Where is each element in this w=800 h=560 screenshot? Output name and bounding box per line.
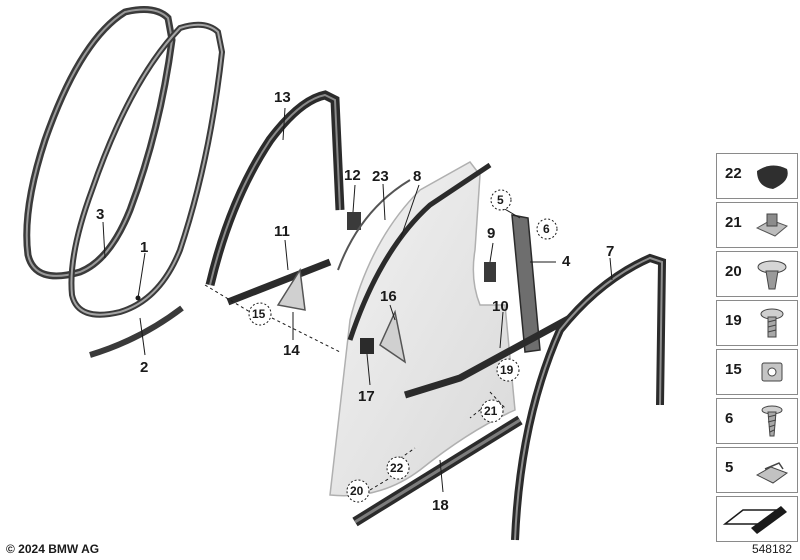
legend-number: 6 (725, 410, 734, 427)
arrow-icon (722, 506, 787, 534)
callout-21-circle: 21 (480, 399, 504, 423)
callout-18: 18 (432, 497, 449, 514)
callout-14: 14 (283, 342, 300, 359)
legend-number: 21 (725, 214, 742, 231)
legend-item: 22 (716, 153, 798, 199)
window-frame-trim (205, 90, 345, 287)
outer-frame-seal (511, 253, 667, 541)
legend-item: 15 (716, 349, 798, 395)
legend-item: 20 (716, 251, 798, 297)
svg-text:5: 5 (497, 193, 504, 207)
legend-item: 6 (716, 398, 798, 444)
svg-text:21: 21 (484, 404, 498, 418)
bracket-9 (484, 262, 496, 282)
mirror-triangle (276, 267, 306, 311)
leader-lines (102, 107, 613, 493)
callout-17: 17 (358, 388, 375, 405)
door-seal-outer (23, 6, 176, 280)
callout-6-circle: 6 (536, 218, 558, 240)
legend-item: 5 (716, 447, 798, 493)
belt-strip (403, 314, 572, 399)
svg-text:22: 22 (390, 461, 404, 475)
callout-15-circle: 15 (248, 302, 272, 326)
callout-8: 8 (413, 168, 421, 185)
fastener-legend: 22 21 20 19 15 6 (716, 153, 798, 545)
legend-number: 15 (725, 361, 742, 378)
legend-item: 21 (716, 202, 798, 248)
callout-3: 3 (96, 206, 104, 223)
tapping-screw-icon (761, 405, 783, 437)
callout-7: 7 (606, 243, 614, 260)
expanding-rivet-icon (757, 260, 787, 290)
document-number: 548182 (751, 542, 792, 556)
cage-nut-icon (761, 362, 783, 382)
seal-strip (89, 305, 184, 358)
callout-20-circle: 20 (346, 479, 370, 503)
callout-2: 2 (140, 359, 148, 376)
thin-seal (337, 179, 411, 271)
callout-19-circle: 19 (496, 358, 520, 382)
door-seal-inner (68, 21, 226, 318)
svg-text:6: 6 (543, 222, 550, 236)
svg-text:15: 15 (252, 307, 266, 321)
legend-number: 22 (725, 165, 742, 182)
callout-16: 16 (380, 288, 397, 305)
legend-number: 20 (725, 263, 742, 280)
bracket (347, 212, 361, 230)
sill-trim-highlight (354, 418, 521, 524)
callout-9: 9 (487, 225, 495, 242)
callout-22-circle: 22 (386, 456, 410, 480)
legend-number: 19 (725, 312, 742, 329)
pillar-trim (511, 214, 541, 353)
window-channel (347, 162, 492, 341)
callout-5-circle: 5 (490, 189, 512, 211)
callout-4: 4 (562, 253, 571, 270)
copyright-notice: © 2024 BMW AG (6, 542, 100, 556)
mirror-triangle-2 (379, 309, 407, 364)
retaining-clip-icon (755, 462, 789, 484)
callout-13: 13 (274, 89, 291, 106)
callout-1: 1 (140, 239, 148, 256)
torx-screw-icon (760, 308, 784, 338)
trim-strip (226, 258, 332, 306)
adhesive-pad-icon (757, 165, 788, 189)
callout-11: 11 (274, 223, 290, 240)
door-panel (329, 161, 516, 497)
svg-text:20: 20 (350, 484, 364, 498)
clip-nut-icon (755, 213, 788, 237)
legend-item-arrow (716, 496, 798, 542)
legend-item: 19 (716, 300, 798, 346)
callout-12: 12 (344, 167, 361, 184)
callout-23: 23 (372, 168, 389, 185)
bracket-17 (360, 338, 374, 354)
legend-number: 5 (725, 459, 734, 476)
callout-10: 10 (492, 298, 509, 315)
svg-text:19: 19 (500, 363, 514, 377)
